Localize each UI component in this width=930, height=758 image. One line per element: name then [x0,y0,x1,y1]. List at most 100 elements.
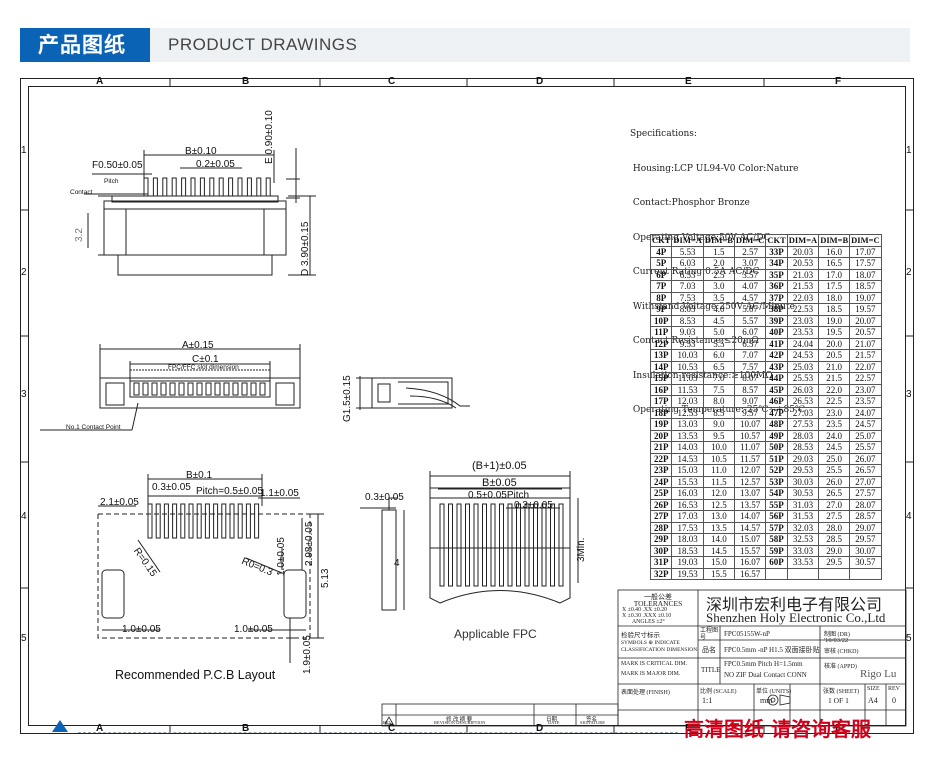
drawing-stroke [151,382,158,396]
row-label-5: 5 [21,633,27,644]
table-cell: 28P [649,521,673,534]
rev-triangle-icon [384,716,394,725]
table-cell: 28.0 [818,521,851,534]
checked-label: 审核 (CHKD) [824,649,859,655]
table-cell: 13.57 [733,498,767,511]
table-cell: 13.07 [733,487,767,500]
table-header-cell: DIM=C [733,234,767,247]
rev-col3-en: SIGNATURE [580,720,606,725]
name-label: 品名 [702,646,716,654]
drawing-stroke [246,177,252,197]
row-label-1: 1 [21,145,27,156]
table-cell: 58P [765,533,788,546]
table-cell: 12P [649,337,673,350]
table-cell: 19.5 [818,326,851,339]
unit-label: 单位 (UNITS) [756,689,792,695]
table-cell: 55P [765,498,788,511]
col-label-f: F [835,76,842,87]
table-cell: 15P [649,372,673,385]
rev-col2-en: DATE [548,720,560,725]
table-cell: 29.07 [849,521,882,534]
table-cell: 2.57 [733,245,767,258]
table-cell: 42P [765,349,788,362]
drawing-stroke [550,503,555,587]
table-cell: 15.57 [733,544,767,557]
unit: mm [760,696,773,705]
table-cell: 16.07 [733,556,767,569]
table-cell: 33.03 [786,544,820,557]
table-cell: 24.0 [818,429,851,442]
table-cell: 9.53 [671,337,704,350]
size-label: SIZE [867,686,880,692]
row-label-2: 2 [21,267,27,278]
table-cell: 25.03 [786,360,820,373]
table-cell: 23.03 [786,314,820,327]
col-label-e-bottom: E [685,723,692,734]
table-cell: 20.03 [786,245,820,258]
table-cell: 26.57 [849,464,882,477]
mark-critical: MARK IS CRITICAL DIM. [621,661,688,667]
sheet: 1 OF 1 [828,696,849,705]
table-cell: 10.03 [671,349,704,362]
classification: CLASSIFICATION DIMENSION [621,647,698,653]
table-cell: 18P [649,406,673,419]
table-cell: 32.03 [786,521,820,534]
table-cell: 21.03 [786,268,820,281]
drawing-stroke [237,177,243,197]
table-cell: 2.0 [702,257,735,270]
table-cell: 4.0 [702,303,735,316]
table-cell: 8P [649,291,673,304]
table-cell: 8.0 [702,395,735,408]
drawing-stroke [241,382,248,396]
table-cell: 10.5 [702,452,735,465]
row-label-1-right: 1 [906,145,912,156]
table-cell: 15.07 [733,533,767,546]
table-cell: 2.5 [702,268,735,281]
table-cell: 4.5 [702,314,735,327]
tolerances: TOLERANCES [633,599,683,608]
table-cell: 25.0 [818,452,851,465]
table-cell: 12.53 [671,406,704,419]
drawing-stroke [533,503,538,587]
dim-a: A±0.15 [182,340,214,351]
table-cell: 9.0 [702,418,735,431]
table-cell: 28.53 [786,441,820,454]
table-cell: 15.5 [702,567,735,580]
table-cell: 23.07 [849,383,882,396]
table-cell: 16.5 [818,257,851,270]
approved-label: 核准 (APPD) [824,664,857,670]
table-cell: 52P [765,464,788,477]
table-cell: 54P [765,487,788,500]
header-title-en: PRODUCT DRAWINGS [168,35,358,54]
table-cell: 9.07 [733,395,767,408]
table-cell: 7.53 [671,291,704,304]
dim-pitch: 0.2±0.05 [196,159,235,170]
table-cell: 22.03 [786,291,820,304]
fpc-view [360,471,579,611]
tol-line2: X ±0.30 .XXX ±0.10 [622,613,672,619]
table-cell: 21.07 [849,337,882,350]
drawing-stroke [181,177,187,197]
table-cell: 7.07 [733,349,767,362]
table-cell: 19.03 [671,556,704,569]
table-cell: 11.53 [671,383,704,396]
table-cell: 13P [649,349,673,362]
top-view [84,148,316,276]
fpc-dim-3min: 3Min. [576,537,587,562]
table-header-cell: CKT [649,234,673,247]
drawing-stroke [499,503,504,587]
footer-contact-cta[interactable]: 高清图纸 请咨询客服 [684,717,871,741]
table-cell: 34P [765,257,788,270]
table-cell: 21.0 [818,360,851,373]
header-bar [20,28,910,62]
table-cell: 5.57 [733,314,767,327]
table-cell: 6.07 [733,326,767,339]
table-cell: 38P [765,303,788,316]
